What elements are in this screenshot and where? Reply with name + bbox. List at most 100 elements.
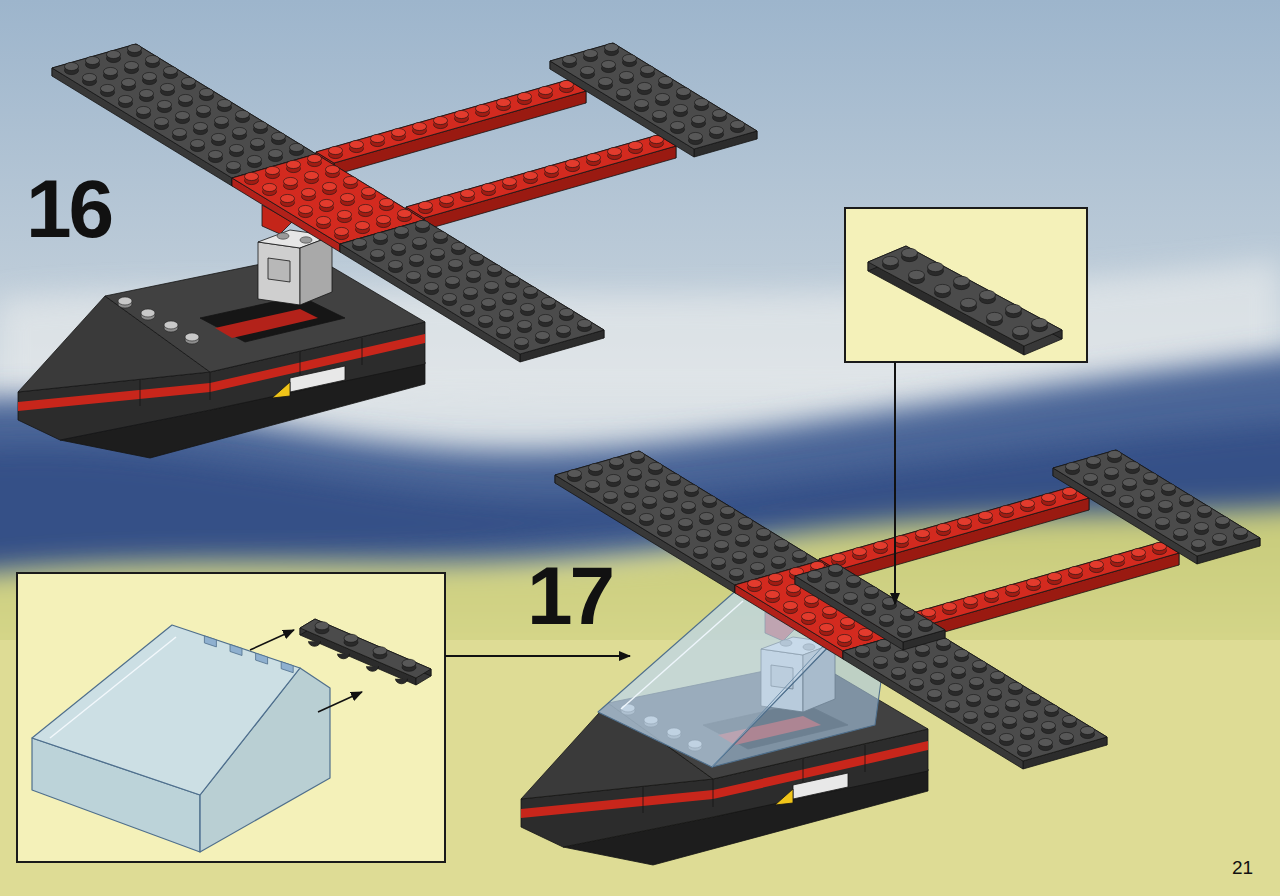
assembly-arrow — [250, 630, 294, 650]
stud-top — [1120, 495, 1134, 503]
stud-top — [649, 462, 663, 470]
stud-top — [1027, 693, 1041, 701]
stud-top — [658, 524, 672, 532]
stud-top — [736, 534, 750, 542]
stud-top — [607, 474, 621, 482]
stud-top — [766, 590, 780, 598]
stud-top — [455, 110, 469, 118]
stud-top — [503, 292, 517, 300]
stud-top — [338, 210, 352, 218]
plate-side — [334, 91, 586, 175]
stud-top — [464, 287, 478, 295]
tail-plate — [1053, 450, 1260, 564]
stud-top — [605, 43, 619, 51]
stud-top — [902, 248, 918, 257]
stud-top — [86, 56, 100, 64]
stud-top — [1045, 704, 1059, 712]
stud-top — [1042, 493, 1056, 501]
brick-seam — [300, 352, 301, 379]
stud-top — [1032, 318, 1048, 327]
stud-top — [640, 513, 654, 521]
stud-top — [1192, 539, 1206, 547]
stud-top — [1003, 716, 1017, 724]
stud-top — [880, 614, 894, 622]
grey-console — [258, 230, 332, 305]
brick-seam — [803, 759, 804, 786]
stud-top — [1021, 727, 1035, 735]
stud-top — [910, 678, 924, 686]
stud-top — [623, 54, 637, 62]
stud-top — [299, 205, 313, 213]
stud-top — [1177, 511, 1191, 519]
stud-top — [898, 625, 912, 633]
console-side — [300, 236, 332, 305]
plate-top — [52, 44, 316, 178]
stud-top — [300, 237, 312, 243]
cabin-opening — [200, 296, 345, 342]
stud-top — [1042, 721, 1056, 729]
stud-top — [395, 226, 409, 234]
stud-top — [251, 138, 265, 146]
stud-top — [176, 111, 190, 119]
stud-top — [874, 541, 888, 549]
stud-top — [712, 557, 726, 565]
stud-top — [604, 491, 618, 499]
stud-top — [599, 77, 613, 85]
stud-top — [440, 195, 454, 203]
stud-top — [118, 297, 132, 305]
red-beam — [909, 542, 1179, 637]
canopy-highlight — [621, 601, 743, 709]
stud-top — [164, 66, 178, 74]
stud-top — [952, 666, 966, 674]
assembly-arrow — [318, 692, 362, 712]
stud-top — [215, 116, 229, 124]
stud-top — [578, 319, 592, 327]
stud-top — [500, 309, 514, 317]
stud-top — [497, 98, 511, 106]
stud-top — [392, 128, 406, 136]
red-beam — [406, 135, 676, 230]
stud-top — [227, 161, 241, 169]
stud-top — [832, 553, 846, 561]
stud-top — [775, 539, 789, 547]
stud-top — [967, 694, 981, 702]
stud-top — [389, 260, 403, 268]
stud-top — [697, 529, 711, 537]
stud-top — [922, 608, 936, 616]
stud-top — [703, 495, 717, 503]
stud-top — [371, 249, 385, 257]
stud-top — [625, 485, 639, 493]
brick-seam — [362, 338, 363, 365]
brick-seam — [643, 786, 644, 813]
stud-top — [326, 165, 340, 173]
stud-top — [539, 86, 553, 94]
callout-arrow — [894, 362, 896, 604]
stud-top — [557, 325, 571, 333]
stud-top — [769, 573, 783, 581]
stud-top — [931, 672, 945, 680]
stud-top — [521, 303, 535, 311]
stud-top — [143, 72, 157, 80]
stud-top — [1159, 500, 1173, 508]
step-17-model — [521, 450, 1260, 865]
stud-top — [209, 150, 223, 158]
plate-side — [837, 498, 1089, 582]
callout-frame — [845, 208, 1087, 362]
stud-top — [503, 177, 517, 185]
stud-top — [733, 551, 747, 559]
stud-top — [581, 66, 595, 74]
stud-top — [715, 540, 729, 548]
stud-top — [979, 511, 993, 519]
wing-plate — [555, 451, 819, 593]
stud-top — [1060, 732, 1074, 740]
stud-top — [955, 649, 969, 657]
stud-top — [482, 298, 496, 306]
stud-top — [638, 82, 652, 90]
stud-top — [748, 579, 762, 587]
stud-top — [1021, 499, 1035, 507]
stud-top — [1006, 304, 1022, 313]
stud-top — [935, 284, 951, 293]
stud-top — [563, 55, 577, 63]
